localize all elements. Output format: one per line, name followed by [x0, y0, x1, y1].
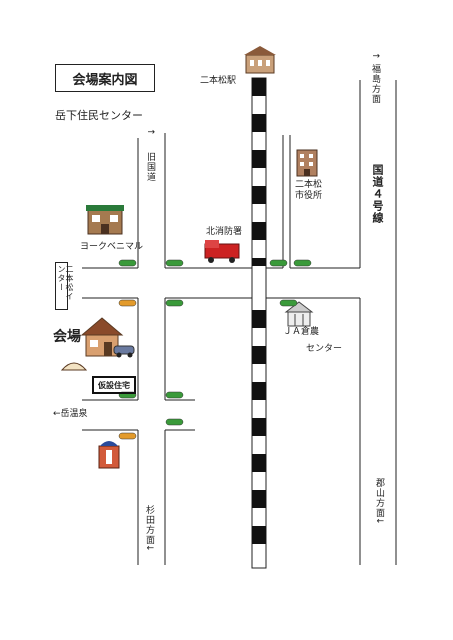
- station-icon: [244, 46, 276, 74]
- building-icon: [296, 149, 318, 177]
- interchange-box: 二本松インター: [55, 262, 74, 310]
- kyukokudo-label: 旧国道: [145, 152, 155, 182]
- city-hall-label: 二本松 市役所: [295, 180, 323, 201]
- sugita-direction-label: 杉田方面: [144, 505, 154, 545]
- york-benimaru-label: ヨークベニマル: [80, 242, 144, 252]
- house-icon: [80, 317, 124, 357]
- takeshita-center-label: 岳下住民センター: [55, 109, 143, 122]
- ja-center-label: センター: [306, 344, 343, 354]
- store-icon: [86, 205, 124, 235]
- route4-label: 国道４号線: [371, 164, 384, 224]
- barn-icon: [284, 301, 314, 327]
- tent-icon: [60, 362, 88, 371]
- koriyama-arrow: ↓: [374, 517, 384, 526]
- koriyama-direction-label: 郡山方面: [374, 478, 384, 518]
- car-icon: [113, 345, 135, 358]
- ja-label: ＪＡ倉農: [283, 327, 320, 337]
- temporary-housing-label: 仮設住宅: [92, 376, 136, 394]
- road-lines: [82, 80, 397, 565]
- traffic-light-icon: [118, 259, 312, 440]
- fire-station-label: 北消防署: [206, 227, 243, 237]
- map-title: 会場案内図: [55, 64, 155, 92]
- railway: [251, 77, 267, 569]
- interchange-label: 二本松インター: [57, 265, 74, 301]
- nihonmatsu-station-label: 二本松駅: [200, 76, 237, 86]
- kyukokudo-arrow: ↑: [145, 128, 155, 137]
- dake-onsen-label: ←岳温泉: [53, 409, 88, 419]
- thermometer-icon: [98, 441, 120, 469]
- fukushima-direction-label: 福島方面: [370, 64, 380, 104]
- sugita-arrow: ↓: [144, 544, 154, 553]
- venue-label: 会場: [53, 329, 81, 345]
- fukushima-arrow: ↑: [370, 52, 380, 61]
- fire-truck-icon: [204, 240, 240, 263]
